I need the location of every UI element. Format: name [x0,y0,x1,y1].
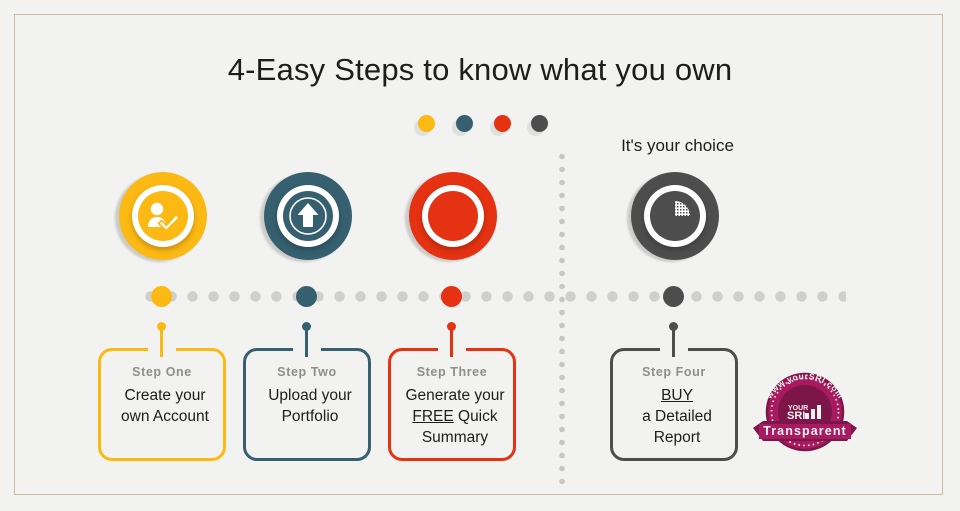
emphasis-text: BUY [661,387,693,404]
user-check-icon [138,191,188,241]
yoursri-transparent-badge[interactable]: www.yourSRI.com YOUR SRI Transparent [747,366,863,454]
step-three-pin[interactable] [405,172,501,276]
header-dot-4 [527,115,548,136]
badge-bar-3 [817,405,821,419]
badge-bar-2 [811,409,815,419]
steps-timeline [140,286,846,307]
step-one-label: Step One [132,365,192,379]
step-four-pin[interactable] [627,172,723,276]
header-dot-2 [452,115,473,136]
header-dot-3 [490,115,511,136]
connector-step-four [672,325,675,357]
header-dot-fill [494,115,511,132]
badge-ribbon-text: Transparent [763,424,847,438]
page-title: 4-Easy Steps to know what you own [227,52,733,87]
step-two-label: Step Two [277,365,337,379]
badge-bar-1 [805,413,809,419]
choice-note: It's your choice [621,136,734,155]
header-dot-1 [414,115,435,136]
step-three-label: Step Three [416,365,488,379]
connector-step-one [160,325,163,357]
step-one-pin[interactable] [115,172,211,276]
timeline-node-step-one[interactable] [151,286,172,307]
connector-step-two [305,325,308,357]
upload-arrow-icon [283,191,333,241]
timeline-node-step-two[interactable] [296,286,317,307]
badge-brand-top: YOUR [788,405,808,412]
header-dot-fill [418,115,435,132]
document-bar-chart-icon [428,191,478,241]
timeline-track [140,291,846,302]
pie-chart-icon [650,191,700,241]
timeline-node-step-three[interactable] [441,286,462,307]
emphasis-text: FREE [412,408,454,425]
header-dot-fill [531,115,548,132]
connector-step-three [450,325,453,357]
timeline-node-step-four[interactable] [663,286,684,307]
vertical-dotted-divider [559,150,565,490]
badge-brand-bottom: SRI [787,410,805,422]
header-dot-row [414,115,548,137]
step-two-pin[interactable] [260,172,356,276]
step-four-label: Step Four [642,365,706,379]
header-dot-fill [456,115,473,132]
